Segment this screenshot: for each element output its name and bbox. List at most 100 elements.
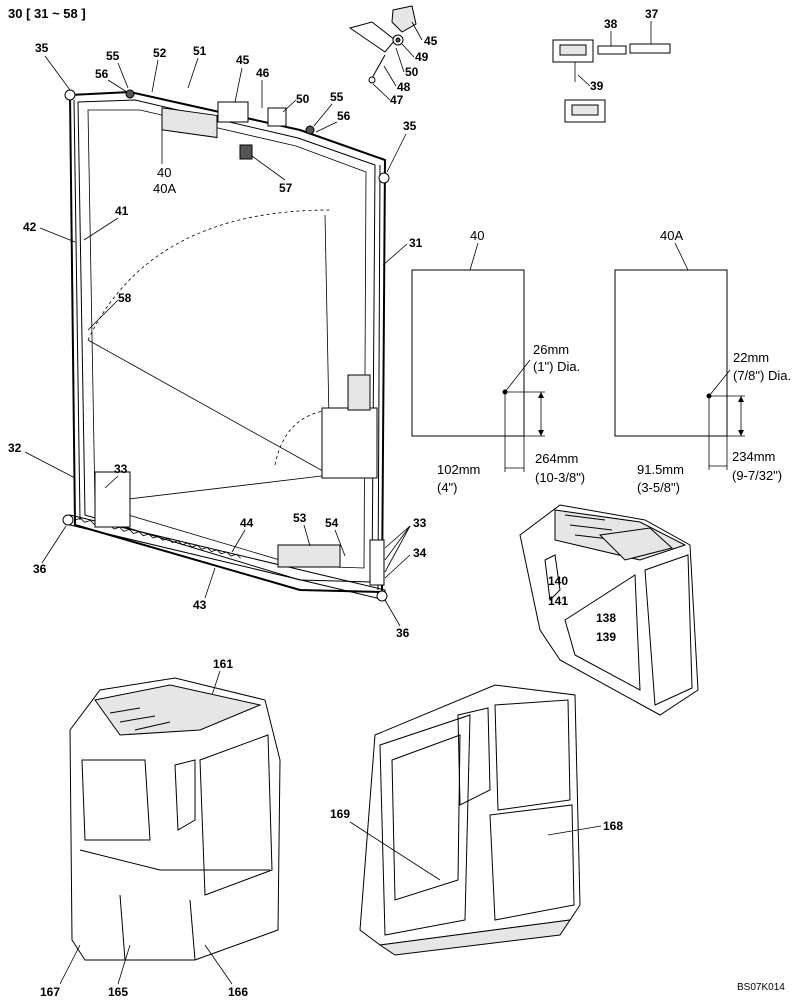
glass-40-outline [411,269,525,437]
callout-167: 167 [40,985,60,999]
corner-roller-top-right [378,172,390,184]
cab-interior-rear-wall [489,804,575,921]
callout-52: 52 [153,46,167,60]
callout-47: 47 [390,93,404,107]
top-handle [161,107,218,139]
front-window-frame-assembly [62,89,390,602]
cab-interior-front-frame [379,714,471,936]
callout-43: 43 [193,598,207,612]
callout-53: 53 [293,511,307,525]
callout-165: 165 [108,985,128,999]
bottom-left-bracket [94,471,131,528]
callout-49: 49 [415,50,429,64]
cab-interior-body [359,684,581,946]
glass-40a-offset-x-mm: 91.5mm [637,462,684,477]
callout-140: 140 [548,574,568,588]
cab-rear-hatch [598,527,674,561]
glass-40a-offset-y-in: (9-7/32") [732,468,782,483]
cab-front-door-window [199,734,273,896]
cab-front-panel-divider-left [119,894,126,961]
callout-34: 34 [413,546,427,560]
cab-interior-side-window [457,707,491,806]
wiper-blade [119,474,331,501]
diagram-reference-code: BS07K014 [737,982,785,993]
callout-56-left: 56 [95,67,109,81]
callout-39: 39 [590,79,604,93]
cab-interior-rear-window [494,699,571,811]
cab-interior-front-glass [391,734,461,901]
callout-35-top-right: 35 [403,119,417,133]
callout-48: 48 [397,80,411,94]
glass-40a-outline [614,269,728,437]
cab-front-panel-divider-right [189,899,196,961]
callout-42: 42 [23,220,37,234]
callout-55-left: 55 [106,49,120,63]
cab-rear-view: 140 141 138 139 [519,504,699,716]
right-rail [377,164,381,591]
long-pin [629,43,671,54]
callout-46: 46 [256,66,270,80]
callout-51: 51 [193,44,207,58]
frame-callouts: 35 55 56 52 51 45 46 50 55 56 35 40 40A … [8,41,427,640]
callout-36-right: 36 [396,626,410,640]
corner-roller-bottom-left [62,514,74,526]
callout-141: 141 [548,594,568,608]
glass-40a-offset-y-mm: 234mm [732,449,775,464]
glass-40-hole-dia-in: (1") Dia. [533,359,580,374]
latch-nut [368,76,376,84]
callout-31: 31 [409,236,423,250]
glass-40a-offset-x-in: (3-5/8") [637,480,680,495]
corner-roller-top-left [64,89,76,101]
right-latch-cylinder [347,374,371,411]
cab-side-window-rear [644,554,693,706]
pin-housing-upper-slot [559,44,587,56]
glass-40-offset-x-in: (4") [437,480,458,495]
right-latch-block [321,407,378,479]
latch-lever [348,21,396,53]
glass-40-hole-dia-mm: 26mm [533,342,569,357]
wiper-arc [87,209,331,341]
glass-40-dimension-drawing: 40 26mm (1") Dia. 102mm (4") 264mm (10-3… [411,228,585,495]
callout-58: 58 [118,291,132,305]
cab-rear-body [519,504,699,716]
callout-161: 161 [213,657,233,671]
cab-rear-window [564,574,641,691]
callout-45-frame: 45 [236,53,250,67]
cab-front-belt-line [79,849,270,871]
cab-front-roof-ribs [109,707,171,731]
callout-55-right: 55 [330,90,344,104]
glass-40a-title: 40A [660,228,683,243]
callout-139: 139 [596,630,616,644]
screw-right [305,125,315,135]
callout-54: 54 [325,516,339,530]
callout-166: 166 [228,985,248,999]
callout-169: 169 [330,807,350,821]
cab-front-small-window [174,759,196,831]
cab-front-view: 161 167 165 166 [40,657,281,999]
latch-washer-hole [395,37,401,43]
glass-40a-hole-dia-mm: 22mm [733,350,769,365]
callout-50-latch: 50 [405,65,419,79]
callout-138: 138 [596,611,616,625]
cab-front-body [69,677,281,961]
glass-40a-dimension-drawing: 40A 22mm (7/8") Dia. 91.5mm (3-5/8") 234… [614,228,791,495]
callout-45-latch: 45 [424,34,438,48]
striker-block [239,144,253,160]
callout-33-left: 33 [114,462,128,476]
callout-41: 41 [115,204,129,218]
latch-bracket [267,107,287,127]
cab-front-windshield [81,759,151,841]
glass-40-offset-x-mm: 102mm [437,462,480,477]
window-frame-outer [68,90,387,594]
cab-front-roof [94,684,262,736]
callout-40: 40 [157,165,171,180]
callout-168: 168 [603,819,623,833]
corner-roller-bottom-right [376,590,388,602]
callout-56-right: 56 [337,109,351,123]
callout-36-left: 36 [33,562,47,576]
bottom-right-bracket [369,539,385,586]
callout-33-right: 33 [413,516,427,530]
callout-32: 32 [8,441,22,455]
latch-hook [391,5,417,33]
